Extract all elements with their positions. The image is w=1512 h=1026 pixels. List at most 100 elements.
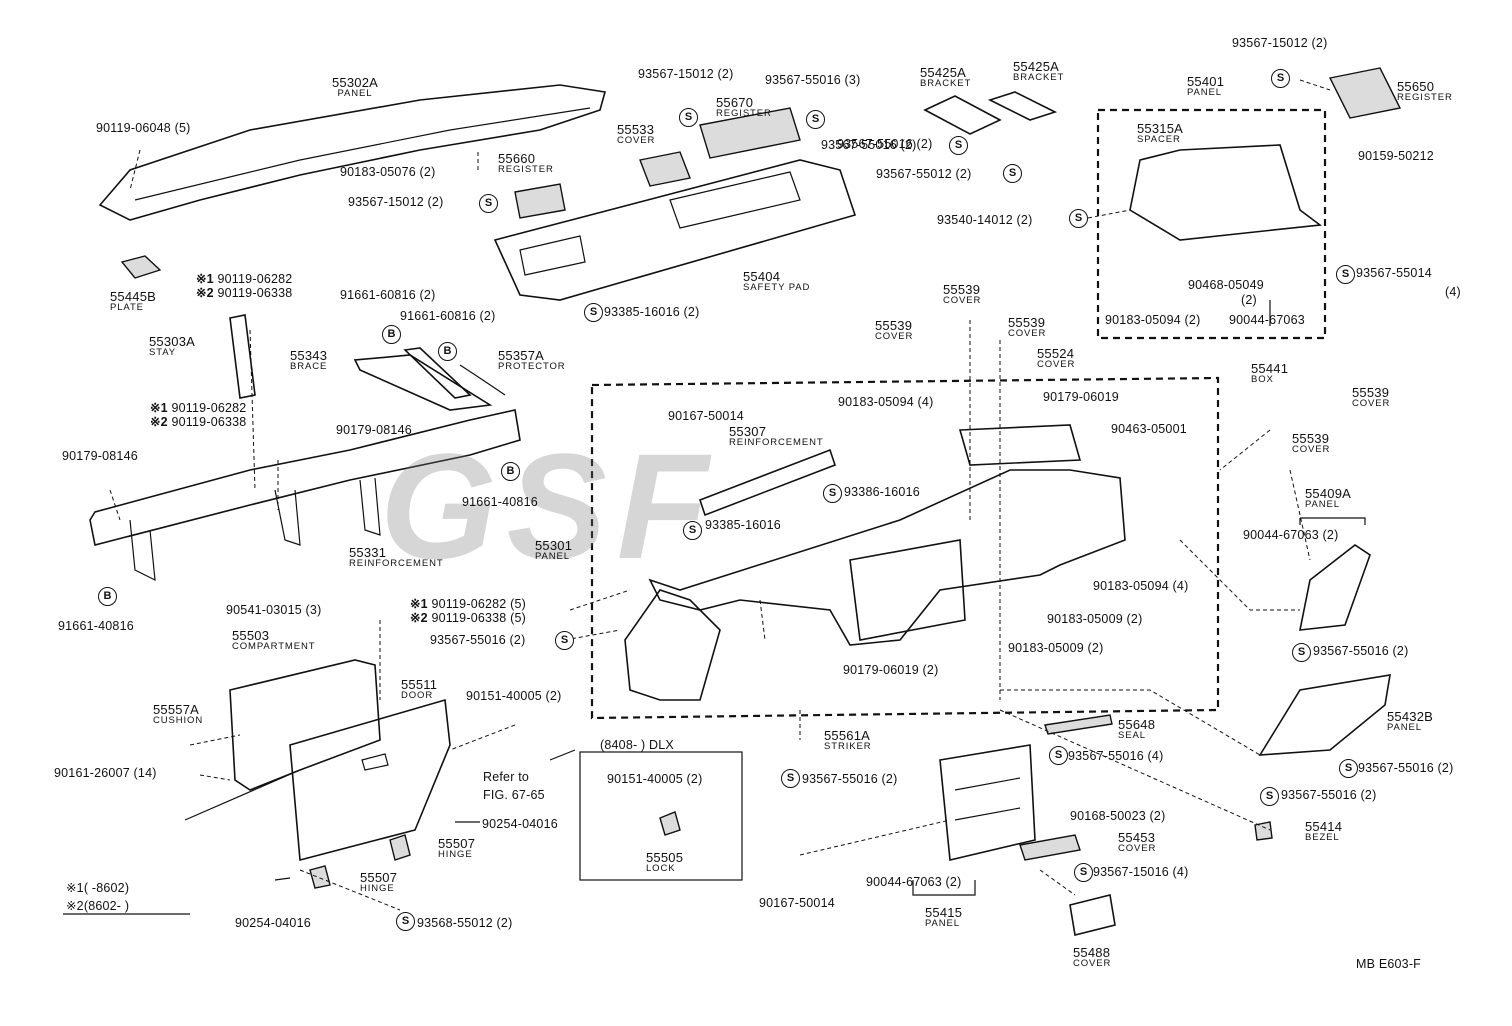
label-90179-06019: 90179-06019 (1043, 390, 1119, 404)
label-90183-05094: 90183-05094 (4) (1093, 579, 1189, 593)
label-93567-15012: 93567-15012 (2) (348, 195, 444, 209)
label-91661-40816: 91661-40816 (462, 495, 538, 509)
label-93567-15012: 93567-15012 (2) (638, 67, 734, 81)
s-symbol: S (949, 136, 968, 155)
label-90044-67063: 90044-67063 (2) (1243, 528, 1339, 542)
label-90119-06048: 90119-06048 (5) (96, 121, 191, 135)
s-symbol: S (1069, 209, 1088, 228)
label-90179-06019: 90179-06019 (2) (843, 663, 939, 677)
label-93567-55016: 93567-55016 (2) (837, 137, 933, 151)
label-93567-55014-qty: (4) (1445, 285, 1461, 299)
s-symbol: S (806, 110, 825, 129)
b-symbol: B (438, 342, 457, 361)
s-symbol: S (479, 194, 498, 213)
s-symbol: S (1271, 69, 1290, 88)
label-90119-06338: ※2 90119-06338 (196, 286, 293, 300)
s-symbol: S (1074, 863, 1093, 882)
label-90179-08146: 90179-08146 (62, 449, 138, 463)
s-symbol: S (1292, 643, 1311, 662)
watermark: GSF (380, 422, 719, 590)
label-93540-14012: 93540-14012 (2) (937, 213, 1033, 227)
label-90119-06338: ※2 90119-06338 (150, 415, 247, 429)
label-93568-55012: 93568-55012 (2) (417, 916, 513, 930)
label-90468-05049: 90468-05049 (1188, 278, 1264, 292)
label-93567-55016: 93567-55016 (2) (1313, 644, 1409, 658)
label-93567-55016: 93567-55016 (2) (430, 633, 526, 647)
label-93385-16016: 93385-16016 (705, 518, 781, 532)
s-symbol: S (1003, 164, 1022, 183)
variant-label: (8408- ) DLX (600, 738, 674, 752)
safety-pad-shape (493, 159, 857, 301)
b-symbol: B (98, 587, 117, 606)
label-90159-50212: 90159-50212 (1358, 149, 1434, 163)
label-93386-16016: 93386-16016 (844, 485, 920, 499)
label-91661-40816: 91661-40816 (58, 619, 134, 633)
b-symbol: B (382, 325, 401, 344)
label-93567-55016: 93567-55016 (4) (1068, 749, 1164, 763)
label-91661-60816: 91661-60816 (2) (400, 309, 496, 323)
refer-line1: Refer to (483, 770, 530, 784)
s-symbol: S (781, 769, 800, 788)
label-93567-55016: 93567-55016 (2) (802, 772, 898, 786)
label-93567-55016: 93567-55016 (2) (821, 138, 917, 152)
s-symbol: S (1260, 787, 1279, 806)
legend-note-1: ※1( -8602) (66, 881, 130, 895)
label-90119-06282: ※1 90119-06282 (150, 401, 247, 415)
legend-note-2: ※2(8602- ) (66, 899, 130, 913)
label-93385-16016: 93385-16016 (2) (604, 305, 700, 319)
s-symbol: S (823, 484, 842, 503)
label-93567-55016: 93567-55016 (2) (1358, 761, 1454, 775)
refer-line2: FIG. 67-65 (483, 788, 545, 802)
label-90151-40005: 90151-40005 (2) (607, 772, 703, 786)
label-90468-05049-qty: (2) (1241, 293, 1257, 307)
label-90183-05094: 90183-05094 (4) (838, 395, 934, 409)
s-symbol: S (1339, 759, 1358, 778)
s-symbol: S (1336, 265, 1355, 284)
label-90161-26007: 90161-26007 (14) (54, 766, 157, 780)
meter-panel-group-box (1096, 108, 1327, 340)
diagram-code: MB E603-F (1356, 957, 1422, 971)
variant-box (579, 751, 743, 881)
label-90151-40005: 90151-40005 (2) (466, 689, 562, 703)
label-93567-15016: 93567-15016 (4) (1093, 865, 1189, 879)
s-symbol: S (679, 108, 698, 127)
label-93567-55014: 93567-55014 (1356, 266, 1432, 280)
label-90183-05076: 90183-05076 (2) (340, 165, 436, 179)
upper-panel-shape (98, 84, 607, 221)
label-90183-05009: 90183-05009 (2) (1047, 612, 1143, 626)
door-shape (289, 698, 451, 862)
